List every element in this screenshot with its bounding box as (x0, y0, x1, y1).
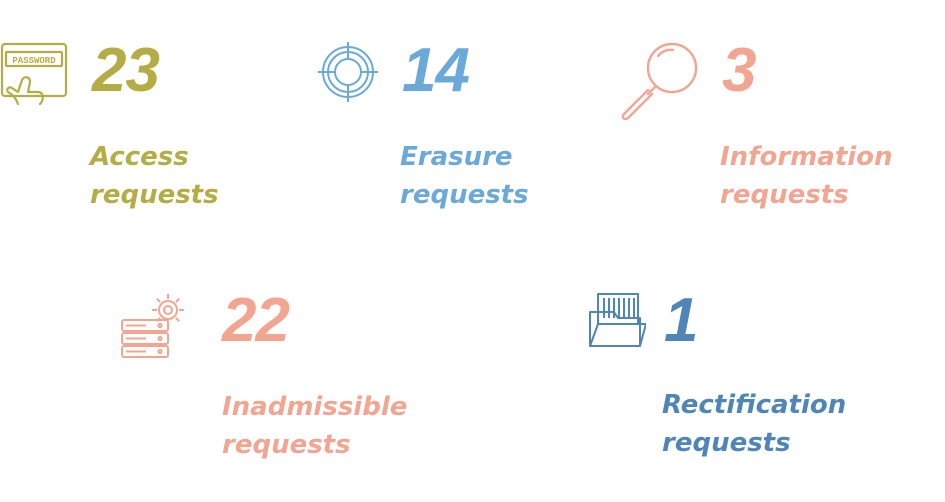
rectification-label-line1: Rectification (662, 390, 847, 420)
access-label-line2: requests (90, 180, 219, 210)
access-label: Access requests (90, 138, 219, 214)
rectification-count: 1 (664, 286, 698, 355)
inadmissible-label-line2: requests (222, 430, 351, 460)
magnifying-glass-icon (621, 42, 698, 121)
password-text: PASSWORD (12, 56, 56, 66)
information-label: Information requests (720, 138, 893, 214)
inadmissible-label: Inadmissible requests (222, 388, 407, 464)
inadmissible-label-line1: Inadmissible (222, 392, 408, 422)
server-gear-icon (121, 294, 184, 358)
rectification-label: Rectification requests (662, 386, 846, 462)
target-crosshair-icon (318, 42, 378, 102)
folder-files-icon (589, 293, 646, 347)
access-count: 23 (92, 36, 160, 105)
erasure-label: Erasure requests (400, 138, 529, 214)
rectification-label-line2: requests (662, 428, 791, 458)
access-label-line1: Access (90, 142, 189, 172)
information-label-line2: requests (720, 180, 849, 210)
erasure-count: 14 (402, 36, 470, 105)
erasure-label-line2: requests (400, 180, 529, 210)
information-label-line1: Information (720, 142, 893, 172)
information-count: 3 (722, 36, 756, 105)
password-tablet-icon: PASSWORD (0, 42, 68, 106)
erasure-label-line1: Erasure (400, 142, 513, 172)
inadmissible-count: 22 (222, 286, 290, 355)
